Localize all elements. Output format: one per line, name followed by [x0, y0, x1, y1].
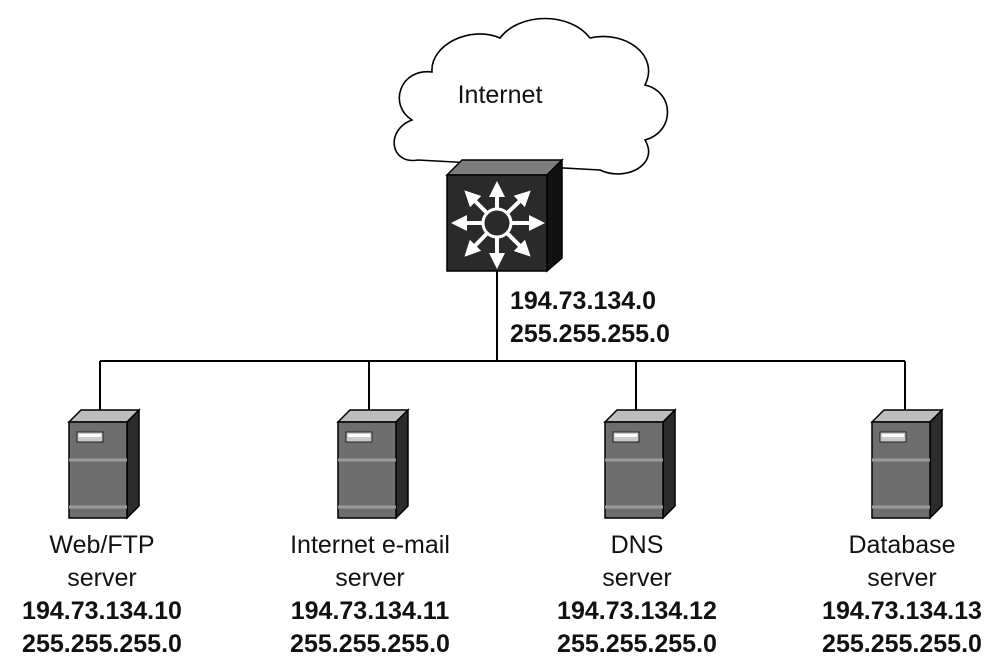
- server-mask: 255.255.255.0: [557, 630, 717, 658]
- network-mask: 255.255.255.0: [510, 320, 670, 348]
- server-label-dns: DNS server 194.73.134.12 255.255.255.0: [557, 529, 717, 661]
- server-label-email: Internet e-mail server 194.73.134.11 255…: [290, 529, 450, 661]
- server-name: Web/FTP: [49, 531, 155, 559]
- server-label-db: Database server 194.73.134.13 255.255.25…: [822, 529, 982, 661]
- layer3-switch-icon: [445, 158, 564, 273]
- server-type: server: [335, 564, 405, 592]
- server-tower-icon: [67, 408, 141, 520]
- server-tower-icon: [336, 408, 410, 520]
- server-name: Database: [848, 531, 956, 559]
- server-tower-icon: [603, 408, 677, 520]
- server-name: Internet e-mail: [290, 531, 450, 559]
- internet-label: Internet: [457, 81, 543, 109]
- server-mask: 255.255.255.0: [22, 630, 182, 658]
- network-links: [99, 271, 906, 410]
- server-type: server: [867, 564, 937, 592]
- network-address: 194.73.134.0: [510, 287, 656, 315]
- server-tower-icon: [870, 408, 944, 520]
- server-mask: 255.255.255.0: [822, 630, 982, 658]
- server-name: DNS: [610, 531, 664, 559]
- server-ip: 194.73.134.11: [290, 597, 450, 625]
- server-type: server: [602, 564, 672, 592]
- server-ip: 194.73.134.10: [22, 597, 182, 625]
- network-address-block: 194.73.134.0 255.255.255.0: [510, 285, 670, 351]
- server-ip: 194.73.134.12: [557, 597, 717, 625]
- server-label-web: Web/FTP server 194.73.134.10 255.255.255…: [22, 529, 182, 661]
- server-mask: 255.255.255.0: [290, 630, 450, 658]
- internet-cloud-icon: [393, 17, 669, 175]
- server-type: server: [67, 564, 137, 592]
- server-ip: 194.73.134.13: [822, 597, 982, 625]
